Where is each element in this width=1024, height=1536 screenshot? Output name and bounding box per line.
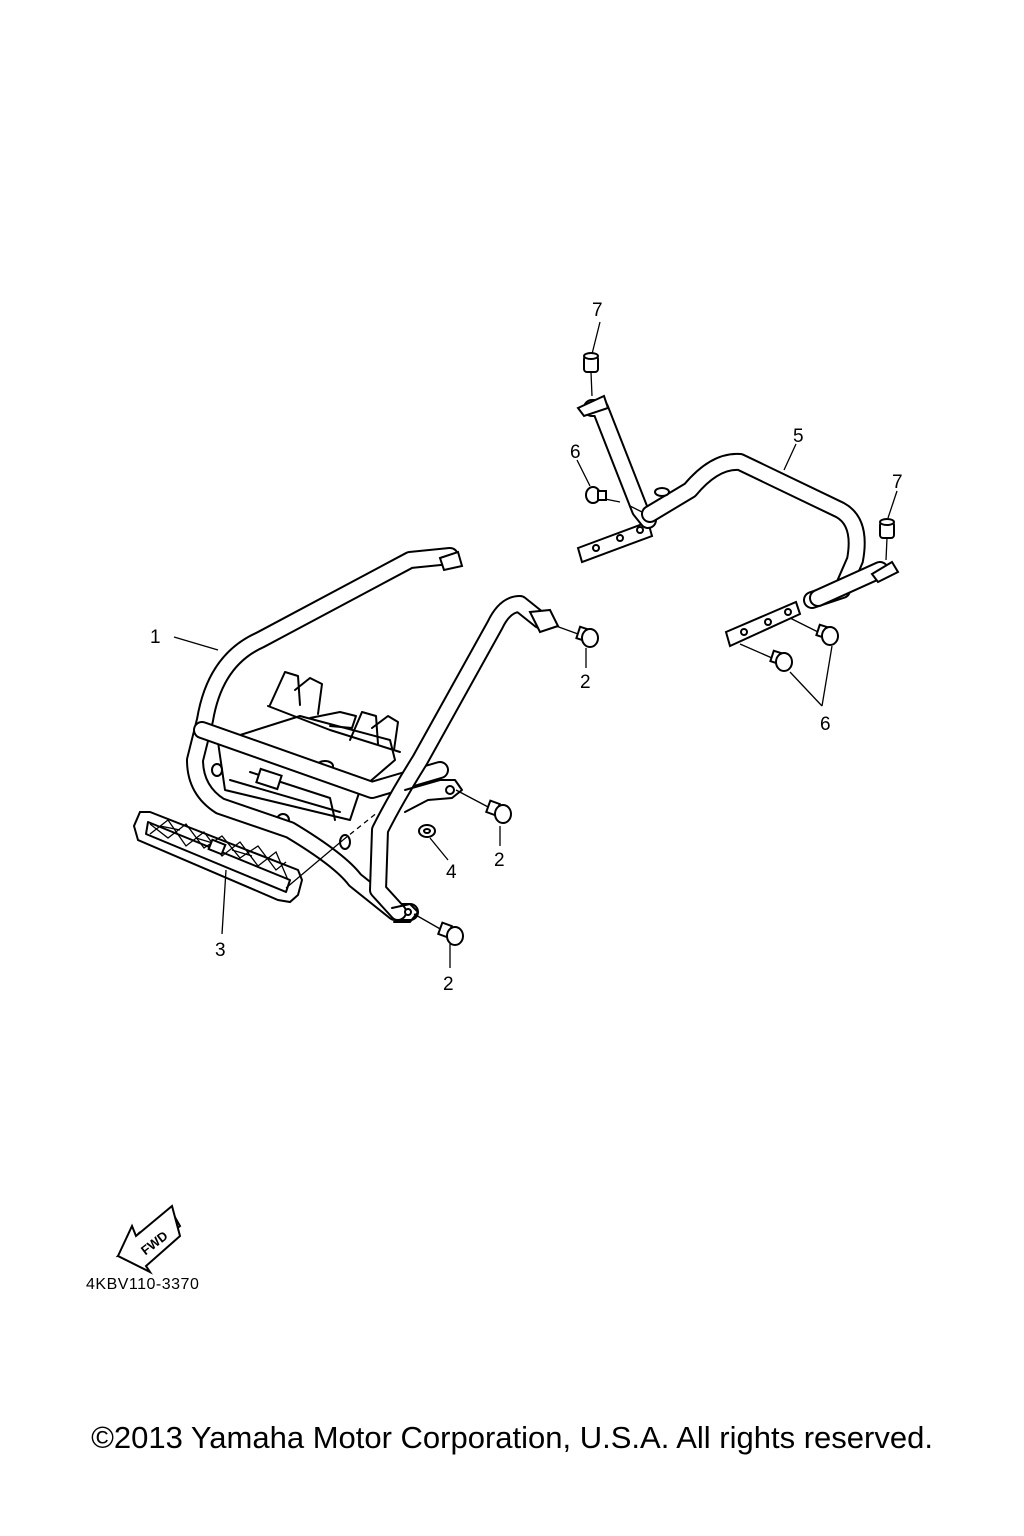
callout-2: 2 [494,850,505,871]
bolt-icon [455,789,512,824]
drawing-code: 4KBV110-3370 [86,1276,200,1293]
callout-7: 7 [892,472,903,493]
rubber-cap-icon [879,518,895,561]
callout-4: 4 [446,862,457,883]
bolt-icon [585,486,643,513]
callout-2: 2 [580,672,591,693]
callout-6: 6 [820,714,831,735]
bolt-icon [413,913,464,946]
rear-guard-part-5 [576,394,900,648]
callout-3: 3 [215,940,226,961]
rubber-cap-icon [583,352,599,397]
assembly-line [285,839,344,889]
callout-6: 6 [570,442,581,463]
washer-part-4 [418,824,436,838]
bolt-icon [789,617,839,646]
callout-leaders [173,321,898,968]
callout-5: 5 [793,426,804,447]
callout-7: 7 [592,300,603,321]
fwd-arrow-icon: FWD [115,1204,182,1275]
bolt-icon [555,625,599,648]
callout-2: 2 [443,974,454,995]
bolt-icon [739,643,793,672]
front-grille-part-3 [132,811,304,904]
copyright-notice: ©2013 Yamaha Motor Corporation, U.S.A. A… [91,1420,933,1455]
front-guard-part-1 [186,547,560,923]
callout-1: 1 [150,627,161,648]
assembly-line-dashed [342,811,379,841]
